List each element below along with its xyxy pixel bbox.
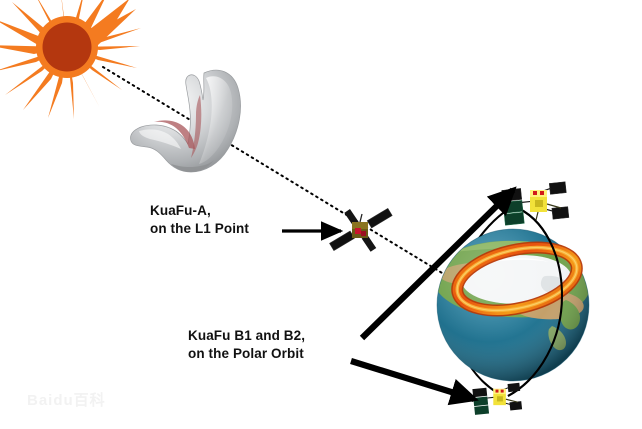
magnetosphere-shape [130, 69, 241, 173]
polar-orbit-front-segment [507, 205, 564, 397]
satellite-b2-icon [472, 382, 523, 415]
label-kuafu-a-line1: KuaFu-A, [150, 203, 211, 218]
sun-earth-line [102, 66, 453, 280]
label-kuafu-b-line1: KuaFu B1 and B2, [188, 328, 306, 343]
label-kuafu-a: KuaFu-A, on the L1 Point [150, 202, 249, 238]
watermark: Baidu百科 [27, 392, 106, 409]
pointer-to-kuafu-b2 [350, 358, 479, 406]
label-kuafu-a-line2: on the L1 Point [150, 221, 249, 236]
label-kuafu-b: KuaFu B1 and B2, on the Polar Orbit [188, 327, 305, 363]
label-kuafu-b-line2: on the Polar Orbit [188, 346, 304, 361]
sun-icon [0, 0, 141, 119]
pointer-to-kuafu-b1 [359, 186, 517, 341]
satellite-b1-icon [501, 181, 570, 226]
auroral-oval [451, 241, 583, 317]
